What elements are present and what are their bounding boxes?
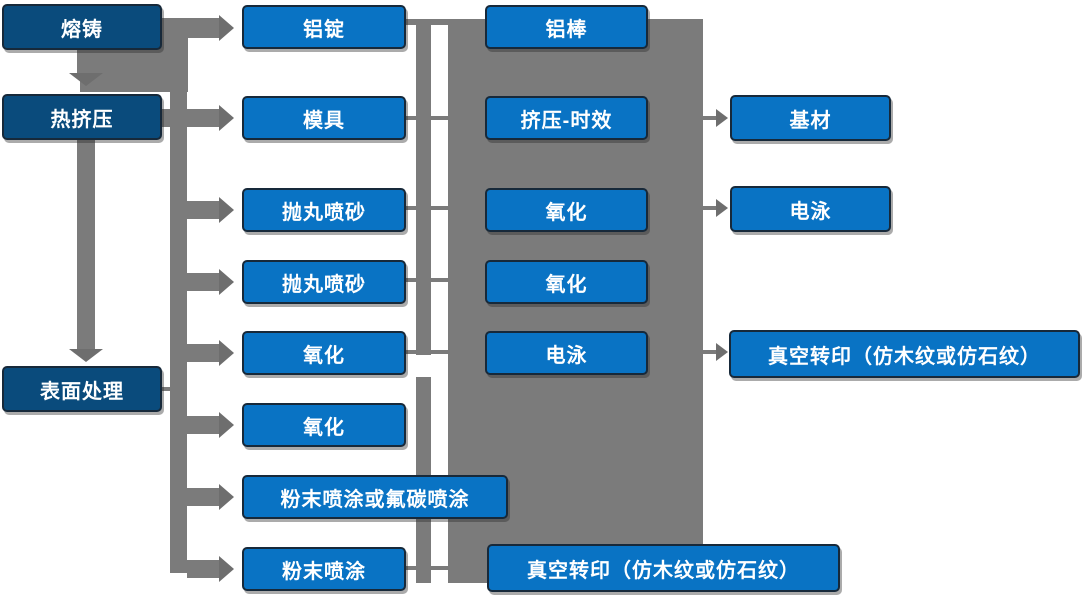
node-aluminum-rod: 铝棒	[485, 5, 648, 49]
arrowhead-to-base-material	[716, 109, 728, 127]
crossing-row3	[406, 206, 448, 210]
arm-row2	[187, 109, 219, 127]
crossing-row1	[406, 19, 448, 25]
arrowhead-to-powder	[219, 556, 234, 582]
crossing-row8	[406, 566, 448, 570]
arrowhead-to-oxidation-1	[219, 340, 234, 366]
connector-main-bus	[170, 19, 187, 573]
node-oxidation-3: 氧化	[485, 188, 648, 232]
arrowhead-to-oxidation-2	[219, 412, 234, 438]
arrowhead-to-powder-fluorocarbon	[219, 484, 234, 510]
arrowhead-down-to-surface-treatment	[69, 349, 103, 362]
arrow-shaft-to-base-material	[703, 116, 716, 120]
crossing-row4	[406, 278, 448, 282]
connector-surface-link	[162, 387, 171, 391]
node-shot-blasting-1: 抛丸喷砂	[242, 188, 406, 232]
arrowhead-to-ingot	[219, 15, 234, 41]
connector-stage-shaft-1	[77, 48, 95, 74]
arrow-shaft-to-electrophoresis	[703, 206, 716, 210]
crossing-row2	[406, 116, 448, 120]
node-powder-or-fluorocarbon-coating: 粉末喷涂或氟碳喷涂	[242, 475, 508, 519]
node-vacuum-transfer-bottom: 真空转印（仿木纹或仿石纹）	[487, 544, 840, 592]
node-oxidation-1: 氧化	[242, 331, 406, 375]
connector-hot-extrusion-stub	[162, 109, 187, 127]
arm-row6	[187, 416, 219, 434]
arm-row5	[187, 344, 219, 362]
node-oxidation-4: 氧化	[485, 260, 648, 304]
node-vacuum-transfer-right: 真空转印（仿木纹或仿石纹）	[729, 330, 1080, 378]
node-shot-blasting-2: 抛丸喷砂	[242, 260, 406, 304]
node-extrusion-aging: 挤压-时效	[485, 96, 648, 140]
node-powder-coating: 粉末喷涂	[242, 547, 406, 591]
node-mold: 模具	[242, 96, 406, 140]
arm-row8	[187, 560, 219, 578]
arm-row3	[187, 201, 219, 219]
node-base-material: 基材	[730, 95, 891, 141]
node-electrophoresis-mid: 电泳	[485, 331, 648, 375]
node-hot-extrusion: 热挤压	[2, 94, 162, 140]
arm-row4	[187, 273, 219, 291]
arm-row7	[187, 488, 219, 506]
arrowhead-to-vacuum-transfer	[716, 343, 728, 361]
node-melting-casting: 熔铸	[2, 4, 162, 50]
arrowhead-to-shotblast-2	[219, 269, 234, 295]
arrowhead-to-electrophoresis	[716, 199, 728, 217]
arrowhead-to-shotblast-1	[219, 197, 234, 223]
arrowhead-to-mold	[219, 105, 234, 131]
node-electrophoresis-out: 电泳	[730, 186, 891, 232]
crossing-row5	[406, 350, 448, 354]
node-aluminum-ingot: 铝锭	[242, 5, 406, 49]
arrowhead-down-to-hot-extrusion	[69, 73, 103, 86]
connector-stage-shaft-2	[77, 130, 95, 349]
node-oxidation-2: 氧化	[242, 403, 406, 447]
connector-mid-bus-upper	[416, 19, 431, 355]
node-surface-treatment: 表面处理	[2, 366, 162, 412]
arm-row1	[162, 18, 219, 38]
arrow-shaft-to-vacuum-transfer	[703, 350, 716, 354]
